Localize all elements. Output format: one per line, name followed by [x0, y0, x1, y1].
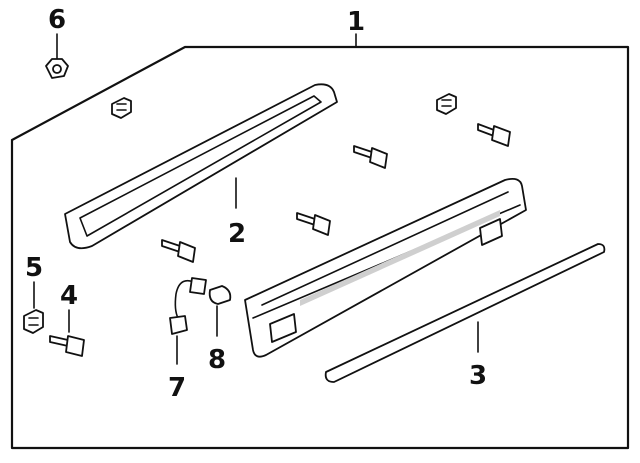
- clip-right: [436, 93, 457, 115]
- part-5-clip: 5: [23, 253, 44, 334]
- bolt-left: [161, 239, 196, 263]
- part-8-bulb: 8: [208, 285, 232, 375]
- assembly-frame: [10, 45, 630, 450]
- bolt-center: [296, 212, 331, 236]
- part-3-trim-strip: 3: [324, 243, 606, 391]
- part-7-socket: 7: [168, 277, 207, 403]
- callout-6-label: 6: [48, 5, 66, 35]
- part-6-nut: 6: [45, 5, 69, 79]
- callout-7-label: 7: [168, 373, 186, 403]
- clip-left: [111, 97, 132, 119]
- lamp-housing: [244, 177, 527, 358]
- part-4-screw: 4: [49, 281, 85, 357]
- callout-5-label: 5: [25, 253, 43, 283]
- bolt-top-right: [477, 123, 511, 147]
- callout-8-label: 8: [208, 345, 226, 375]
- callout-3-label: 3: [469, 361, 487, 391]
- callout-1-label: 1: [347, 7, 365, 37]
- callout-1: 1: [347, 7, 365, 48]
- callout-4-label: 4: [60, 281, 78, 311]
- bolt-center-upper: [353, 145, 388, 169]
- part-2-frame: 2: [64, 83, 338, 250]
- callout-2-label: 2: [228, 219, 246, 249]
